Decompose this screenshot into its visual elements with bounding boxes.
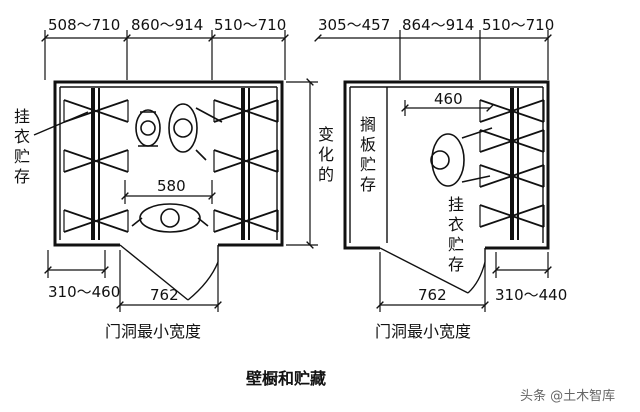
left-door-dimension: 762 门洞最小宽度 [105,250,222,341]
left-top-dim-2: 860～914 [131,16,203,34]
right-door-dimension: 762 门洞最小宽度 [375,252,489,341]
label-char: 贮 [448,235,464,254]
right-door-caption: 门洞最小宽度 [375,322,471,341]
label-char: 衣 [14,127,30,146]
left-top-dim-1: 508～710 [48,16,120,34]
label-char: 搁 [360,115,376,134]
watermark: 头条 @土木智库 [520,388,615,404]
right-top-dim-1: 305～457 [318,16,390,34]
left-hanging-label: 挂 衣 贮 存 [14,107,89,186]
left-inner-dimension: 580 [121,177,216,204]
left-bottom-dim: 310～460 [48,283,120,301]
left-bottom-dimension: 310～460 [44,250,120,301]
person-figure-icon [430,127,493,187]
person-figure-icon [135,109,161,147]
left-inner-dim: 580 [157,177,186,195]
left-door-caption: 门洞最小宽度 [105,322,201,341]
left-hanging-rod-left [63,88,129,240]
label-char: 板 [360,135,376,154]
right-inner-dim: 460 [434,90,463,108]
right-hanging-rod [479,88,545,240]
right-inner-dimension: 460 [401,90,494,116]
figure-caption: 壁橱和贮藏 [246,369,326,388]
label-char: 挂 [14,107,30,126]
label-char: 存 [360,175,376,194]
right-hanging-label: 挂 衣 贮 存 [448,195,464,274]
label-char: 化 [318,145,334,164]
left-door-dim: 762 [150,286,179,304]
left-hanging-rod-right [213,88,279,240]
label-char: 衣 [448,215,464,234]
left-walls [53,80,284,301]
right-top-dim-3: 510～710 [482,16,554,34]
label-char: 贮 [14,147,30,166]
label-char: 挂 [448,195,464,214]
right-shelf-label: 搁 板 贮 存 [360,115,376,194]
right-bottom-dim: 310～440 [495,286,567,304]
right-bottom-dimension: 310～440 [492,252,567,304]
right-door-dim: 762 [418,286,447,304]
label-char: 的 [318,165,334,184]
right-plan: 305～457 864～914 510～710 460 [314,16,567,341]
right-walls [343,80,550,294]
label-char: 存 [14,167,30,186]
left-plan: 508～710 860～914 510～710 [14,16,334,341]
label-char: 贮 [360,155,376,174]
person-figure-icon [131,203,209,233]
right-top-dim-2: 864～914 [402,16,474,34]
label-char: 存 [448,255,464,274]
side-dimension: 变 化 的 [286,78,334,249]
left-top-dimension: 508～710 860～914 510～710 [41,16,289,80]
right-top-dimension: 305～457 864～914 510～710 [314,16,554,80]
person-figure-icon [168,103,223,161]
left-top-dim-3: 510～710 [214,16,286,34]
label-char: 变 [318,125,334,144]
